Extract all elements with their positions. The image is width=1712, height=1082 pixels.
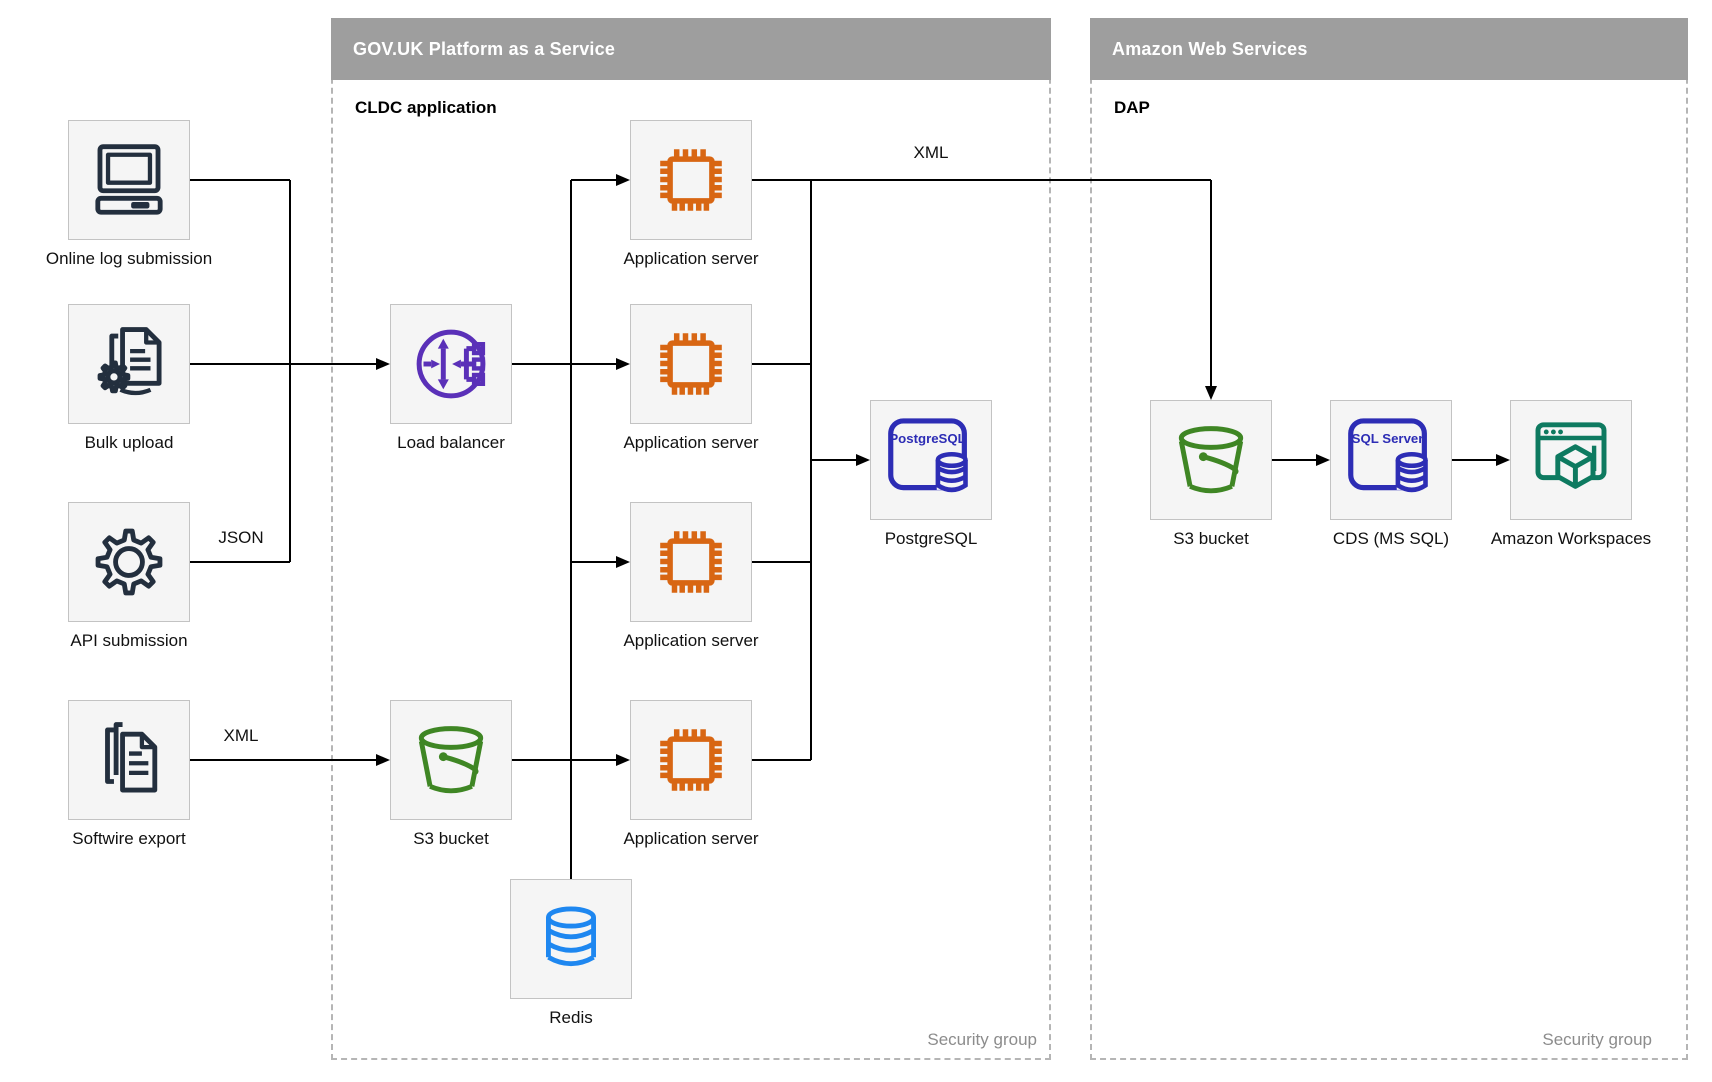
edge-label-xml-softwire: XML — [223, 726, 259, 745]
node-label: Application server — [623, 433, 759, 452]
container-aws-title: Amazon Web Services — [1112, 38, 1308, 59]
node-label: Application server — [623, 631, 759, 650]
security-group-label-paas: Security group — [927, 1030, 1037, 1049]
node-label: S3 bucket — [1173, 529, 1249, 548]
node-label: CDS (MS SQL) — [1332, 529, 1450, 548]
node-label: Application server — [623, 829, 759, 848]
node-label: Application server — [623, 249, 759, 268]
container-aws-header: Amazon Web Services — [1090, 18, 1688, 80]
bucket-icon — [1178, 426, 1244, 494]
wire-sources-merge — [190, 179, 291, 563]
container-govuk-paas: GOV.UK Platform as a Service CLDC applic… — [331, 18, 1051, 1060]
node-load-balancer — [390, 304, 512, 424]
container-aws-sublabel: DAP — [1114, 98, 1150, 117]
node-s3-bucket-paas — [390, 700, 512, 820]
chip-icon — [660, 729, 722, 791]
postgresql-icon: PostgreSQL — [888, 418, 968, 493]
edge-label-xml-aws: XML — [913, 143, 949, 162]
node-label: Softwire export — [72, 829, 186, 848]
node-postgresql: PostgreSQL — [870, 400, 992, 520]
node-label: Online log submission — [45, 249, 213, 268]
node-api-submission — [68, 502, 190, 622]
chip-icon — [660, 149, 722, 211]
computer-icon — [95, 144, 163, 215]
node-amazon-workspaces — [1510, 400, 1632, 520]
chip-icon — [660, 531, 722, 593]
node-app-server-3 — [630, 502, 752, 622]
node-app-server-2 — [630, 304, 752, 424]
node-label: S3 bucket — [413, 829, 489, 848]
node-bulk-upload — [68, 304, 190, 424]
node-label: Amazon Workspaces — [1490, 529, 1652, 548]
container-govuk-paas-sublabel: CLDC application — [355, 98, 497, 117]
node-s3-bucket-aws — [1150, 400, 1272, 520]
database-icon — [546, 906, 596, 967]
node-redis — [510, 879, 632, 999]
container-govuk-paas-title: GOV.UK Platform as a Service — [353, 38, 616, 59]
gear-icon — [95, 528, 163, 596]
chip-icon — [660, 333, 722, 395]
security-group-label-aws: Security group — [1542, 1030, 1652, 1049]
node-label: Bulk upload — [84, 433, 174, 452]
bucket-icon — [418, 726, 484, 794]
load-balancer-icon — [416, 329, 486, 399]
node-softwire-export — [68, 700, 190, 820]
node-app-server-1 — [630, 120, 752, 240]
edge-label-json: JSON — [218, 528, 264, 547]
documents-icon — [105, 722, 158, 793]
sql-server-icon: SQL Server — [1348, 418, 1428, 493]
node-cds-ms-sql: SQL Server — [1330, 400, 1452, 520]
sql-server-icon-text: SQL Server — [1352, 431, 1424, 446]
container-govuk-paas-header: GOV.UK Platform as a Service — [331, 18, 1051, 80]
node-online-log-submission — [68, 120, 190, 240]
postgresql-icon-text: PostgreSQL — [889, 431, 965, 446]
container-aws: Amazon Web Services DAP Security group — [1090, 18, 1688, 1060]
node-label: API submission — [70, 631, 188, 650]
node-app-server-4 — [630, 700, 752, 820]
workspaces-icon — [1535, 422, 1607, 489]
node-label: PostgreSQL — [884, 529, 978, 548]
node-label: Redis — [549, 1008, 593, 1027]
documents-gear-icon — [97, 327, 162, 396]
node-label: Load balancer — [397, 433, 505, 452]
